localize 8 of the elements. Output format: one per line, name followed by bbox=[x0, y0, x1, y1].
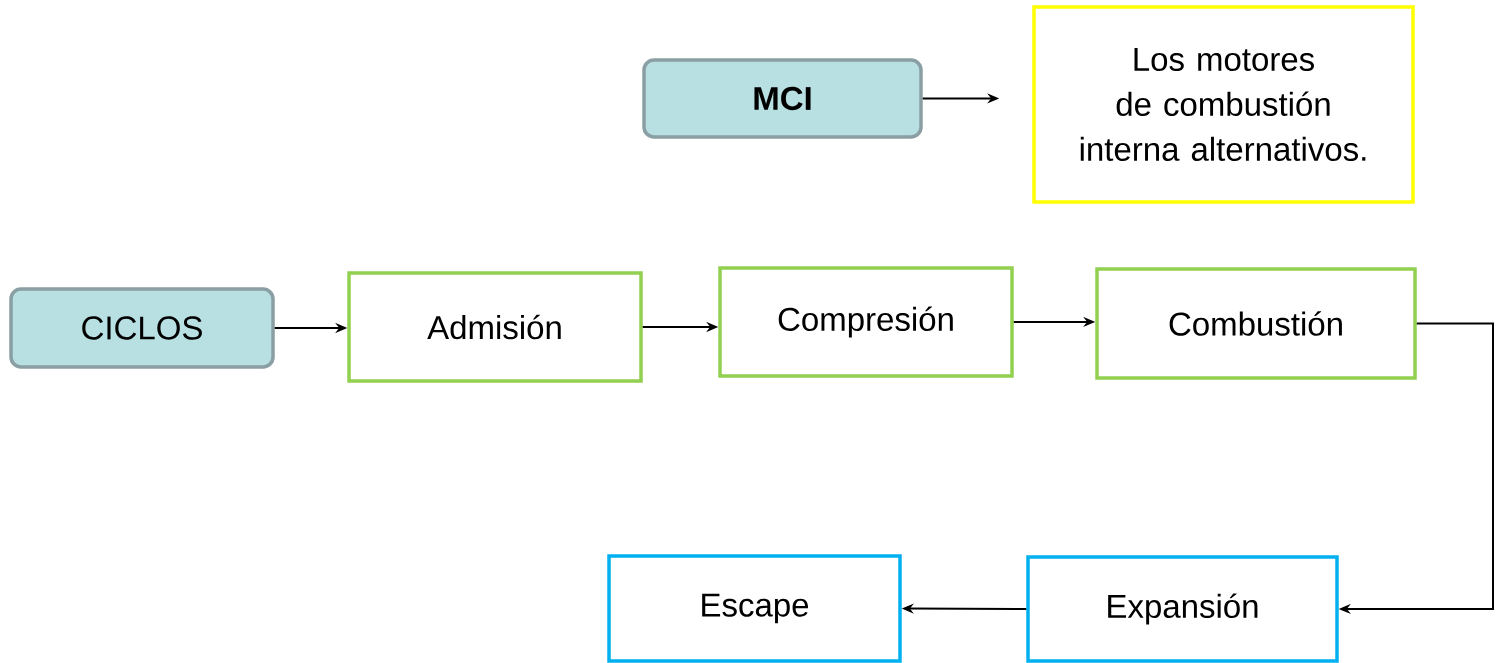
process-box: Compresión bbox=[718, 266, 1014, 378]
rounded-box: CICLOS bbox=[9, 287, 275, 369]
process-box: Combustión bbox=[1095, 267, 1417, 380]
text-box: Los motores de combustión interna alternativos. bbox=[1032, 5, 1415, 204]
process-box: Escape bbox=[607, 554, 902, 663]
process-box: Expansión bbox=[1026, 555, 1339, 663]
process-box: Admisión bbox=[347, 271, 643, 383]
rounded-box: MCI bbox=[642, 58, 923, 139]
